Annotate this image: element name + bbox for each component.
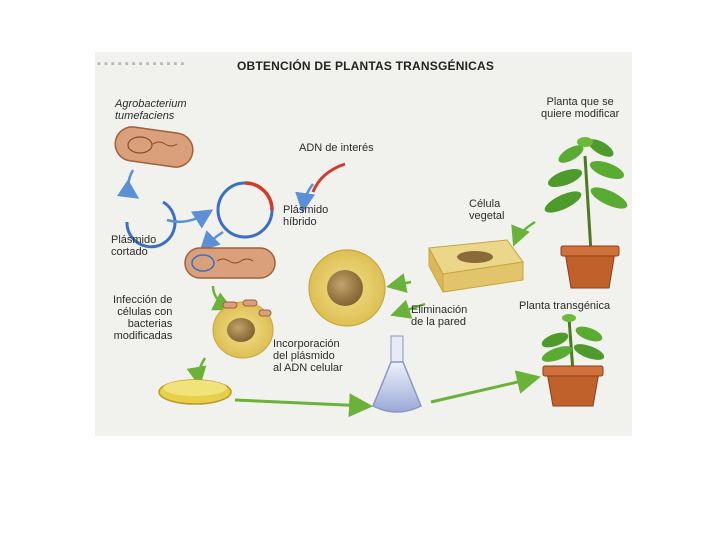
arrow-to-hybrid: [166, 209, 214, 229]
arrow-plant-to-cell: [511, 220, 536, 247]
arrow-to-transgenic-plant: [430, 370, 541, 404]
arrow-wall-removal: [386, 273, 412, 293]
label-infeccion: Infección de células con bacterias modif…: [113, 294, 173, 342]
arrow-to-cut-plasmid: [116, 169, 140, 199]
label-adn-interes: ADN de interés: [299, 142, 374, 154]
label-plasmido-hibrido: Plásmido híbrido: [283, 204, 329, 228]
culture-flask: [372, 335, 422, 413]
original-plant: [544, 137, 628, 289]
arrow-dna-into-plasmid: [295, 183, 316, 213]
label-planta-modificar: Planta que se quiere modificar: [541, 96, 620, 120]
faded-background-text: ▪ ▪ ▪ ▪ ▪ ▪ ▪ ▪ ▪ ▪ ▪ ▪ ▪: [97, 58, 185, 70]
arrow-to-modified-bacterium: [199, 230, 224, 252]
transgenic-plants-diagram: ▪ ▪ ▪ ▪ ▪ ▪ ▪ ▪ ▪ ▪ ▪ ▪ ▪: [95, 52, 632, 436]
agrobacterium-bacterium: [114, 126, 194, 168]
arrow-wall-removal-2: [390, 299, 426, 319]
diagram-drawing: [114, 126, 628, 418]
protoplast-cell: [308, 249, 386, 327]
label-incorporacion: Incorporación del plásmido al ADN celula…: [273, 338, 343, 374]
label-celula-vegetal: Célula vegetal: [469, 198, 505, 222]
plant-cell-block: [428, 239, 524, 293]
label-eliminacion: Eliminación de la pared: [411, 304, 468, 328]
hybrid-plasmid: [216, 181, 274, 239]
transgenic-plant: [541, 314, 605, 407]
label-plasmido-cortado: Plásmido cortado: [111, 234, 157, 258]
dna-of-interest-fragment: [311, 162, 346, 193]
petri-dish: [158, 379, 232, 405]
label-planta-transgenica: Planta transgénica: [519, 300, 611, 312]
infected-cell: [212, 299, 274, 359]
arrow-to-petri-dish: [186, 357, 207, 387]
diagram-title: OBTENCIÓN DE PLANTAS TRANSGÉNICAS: [237, 59, 495, 73]
arrow-to-flask: [234, 393, 373, 418]
cut-plasmid-ring: [125, 200, 177, 249]
label-agrobacterium: Agrobacterium tumefaciens: [115, 98, 187, 122]
modified-bacterium: [184, 247, 276, 279]
